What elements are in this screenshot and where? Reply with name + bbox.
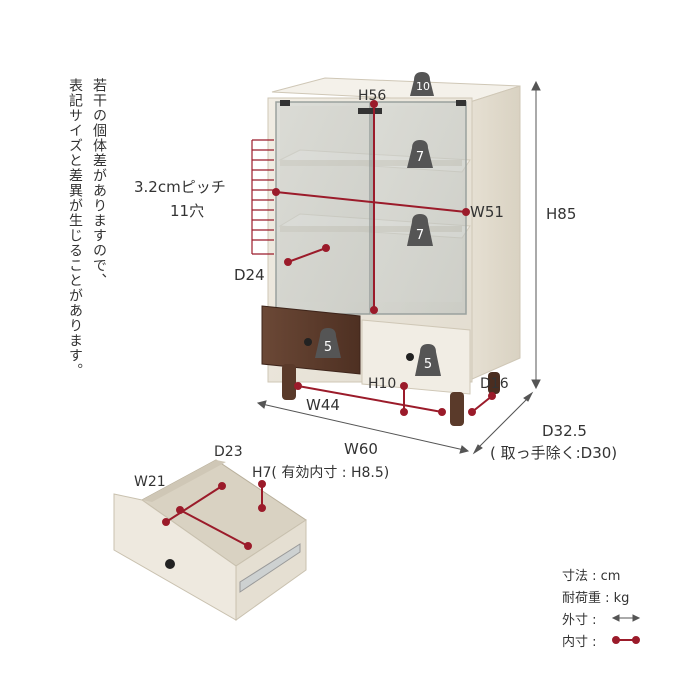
weight-icon-top xyxy=(410,72,434,96)
label-h10: H10 xyxy=(368,376,397,392)
label-d325: D32.5 xyxy=(542,422,587,440)
label-pitch: 3.2cmピッチ xyxy=(134,178,226,196)
leg-front-left xyxy=(282,364,296,400)
label-d23: D23 xyxy=(214,444,243,460)
label-w60: W60 xyxy=(344,440,378,458)
drawer-detail xyxy=(113,459,307,621)
pitch-ruler xyxy=(251,139,274,255)
label-h56: H56 xyxy=(358,88,387,104)
dim-w60-line xyxy=(261,403,465,451)
dim-w21-line xyxy=(165,485,223,523)
leg-back-right xyxy=(488,372,500,394)
cabinet-side xyxy=(469,85,521,381)
drawer-right-knob xyxy=(406,353,414,361)
label-d16: D16 xyxy=(480,376,509,392)
load-shelf1: 7 xyxy=(415,150,425,165)
label-d24: D24 xyxy=(234,266,265,284)
weight-icon-drawer-right xyxy=(415,344,441,376)
dim-w44-line xyxy=(297,385,443,413)
glass-door-left xyxy=(275,101,371,315)
leg-front-right xyxy=(450,392,464,426)
label-w21: W21 xyxy=(134,474,166,490)
note-line-1: 若干の個体差がありますので、 xyxy=(91,78,107,288)
weight-icon-drawer-left xyxy=(315,328,341,358)
legend-inner: 内寸 : xyxy=(562,635,597,650)
label-holes: 11穴 xyxy=(170,202,205,220)
legend-inner-line xyxy=(612,636,640,644)
label-h85: H85 xyxy=(546,205,577,223)
legend-unit-size: 寸法 : cm xyxy=(562,569,621,584)
legend-outer-arrow xyxy=(611,614,641,622)
label-d30: ( 取っ手除く:D30) xyxy=(490,444,618,462)
legend-outer: 外寸 : xyxy=(562,613,597,628)
drawer-left-knob xyxy=(304,338,312,346)
drawer-right xyxy=(361,319,471,395)
dim-d16-line xyxy=(471,395,493,413)
dim-d325-line xyxy=(475,395,531,451)
weight-icon-shelf1 xyxy=(407,140,433,168)
dim-w51-line xyxy=(275,191,467,213)
load-top: 10 xyxy=(416,80,430,93)
dim-d24-line xyxy=(287,247,327,263)
note-line-2: 表記サイズと差異が生じることがあります。 xyxy=(67,78,83,378)
weight-icon-shelf2 xyxy=(407,214,433,246)
load-drawer-left: 5 xyxy=(323,340,333,355)
label-h7: H7( 有効内寸 : H8.5) xyxy=(252,465,390,481)
load-drawer-right: 5 xyxy=(423,357,433,372)
load-shelf2: 7 xyxy=(415,228,425,243)
legend-unit-load: 耐荷重 : kg xyxy=(562,591,630,606)
dim-d23-line xyxy=(179,509,249,547)
label-w44: W44 xyxy=(306,396,340,414)
label-w51: W51 xyxy=(470,203,504,221)
